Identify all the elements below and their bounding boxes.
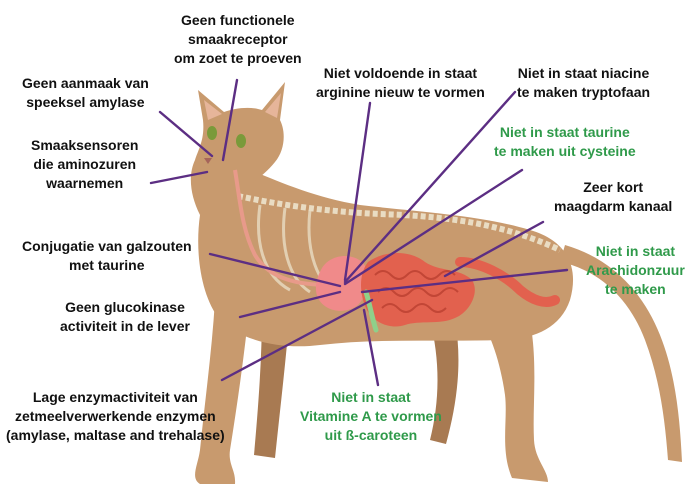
label-arginine-line-2: arginine nieuw te vormen [316, 83, 485, 102]
label-bile-salts: Conjugatie van galzouten met taurine [22, 237, 192, 275]
label-sweet-receptor-line-1: Geen functionele [174, 11, 302, 30]
label-taste-sensors-line-1: Smaaksensoren [31, 136, 138, 155]
label-bile-salts-line-2: met taurine [22, 256, 192, 275]
label-salivary-amylase-line-1: Geen aanmaak van [22, 74, 149, 93]
label-taste-sensors-line-2: die aminozuren [31, 155, 138, 174]
label-vitamin-a-line-3: uit ß-caroteen [300, 426, 442, 445]
label-glucokinase-line-1: Geen glucokinase [60, 298, 190, 317]
label-starch-enzymes-line-3: (amylase, maltase and trehalase) [6, 426, 225, 445]
label-starch-enzymes-line-2: zetmeelverwerkende enzymen [6, 407, 225, 426]
label-arachidonic-line-1: Niet in staat [586, 242, 685, 261]
label-sweet-receptor-line-3: om zoet te proeven [174, 49, 302, 68]
label-salivary-amylase-line-2: speeksel amylase [22, 93, 149, 112]
label-bile-salts-line-1: Conjugatie van galzouten [22, 237, 192, 256]
label-arachidonic-line-2: Arachidonzuur [586, 261, 685, 280]
label-vitamin-a-line-1: Niet in staat [300, 388, 442, 407]
label-starch-enzymes: Lage enzymactiviteit van zetmeelverwerke… [6, 388, 225, 445]
label-sweet-receptor: Geen functionele smaakreceptor om zoet t… [174, 11, 302, 68]
label-short-gut-line-2: maagdarm kanaal [554, 197, 672, 216]
label-salivary-amylase: Geen aanmaak van speeksel amylase [22, 74, 149, 112]
label-sweet-receptor-line-2: smaakreceptor [174, 30, 302, 49]
label-niacin: Niet in staat niacine te maken tryptofaa… [517, 64, 650, 102]
label-taste-sensors-line-3: waarnemen [31, 174, 138, 193]
label-glucokinase: Geen glucokinase activiteit in de lever [60, 298, 190, 336]
label-vitamin-a-line-2: Vitamine A te vormen [300, 407, 442, 426]
label-arachidonic: Niet in staat Arachidonzuur te maken [586, 242, 685, 299]
label-taurine: Niet in staat taurine te maken uit cyste… [494, 123, 636, 161]
cat-eye [207, 126, 217, 140]
label-niacin-line-1: Niet in staat niacine [517, 64, 650, 83]
cat-eye-right [236, 134, 246, 148]
label-arginine: Niet voldoende in staat arginine nieuw t… [316, 64, 485, 102]
label-arachidonic-line-3: te maken [586, 280, 685, 299]
label-taurine-line-1: Niet in staat taurine [494, 123, 636, 142]
label-glucokinase-line-2: activiteit in de lever [60, 317, 190, 336]
label-taurine-line-2: te maken uit cysteine [494, 142, 636, 161]
label-starch-enzymes-line-1: Lage enzymactiviteit van [6, 388, 225, 407]
label-vitamin-a: Niet in staat Vitamine A te vormen uit ß… [300, 388, 442, 445]
label-taste-sensors: Smaaksensoren die aminozuren waarnemen [31, 136, 138, 193]
label-short-gut-line-1: Zeer kort [554, 178, 672, 197]
label-short-gut: Zeer kort maagdarm kanaal [554, 178, 672, 216]
label-arginine-line-1: Niet voldoende in staat [316, 64, 485, 83]
label-niacin-line-2: te maken tryptofaan [517, 83, 650, 102]
